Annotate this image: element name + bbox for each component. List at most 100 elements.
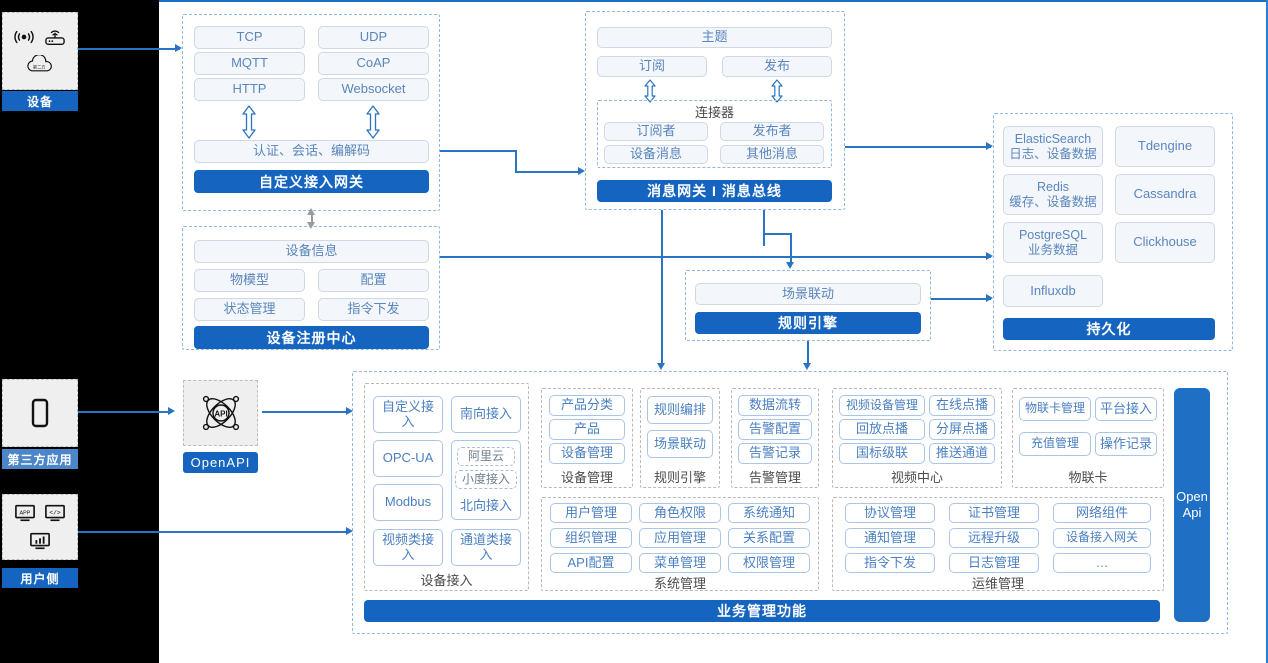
actor-user-side-icons: APP </> <box>2 494 78 560</box>
connector-other-message[interactable]: 其他消息 <box>720 145 824 164</box>
cell-gb-cascade[interactable]: 国标级联 <box>839 443 925 464</box>
cell-video-device-management[interactable]: 视频设备管理 <box>839 395 925 416</box>
cell-remote-upgrade[interactable]: 远程升级 <box>949 528 1039 548</box>
cell-role-permission[interactable]: 角色权限 <box>639 503 721 523</box>
cell-aliyun[interactable]: 阿里云 <box>457 447 515 466</box>
connector-openapi-to-access-arrow <box>346 407 353 415</box>
cell-video-access[interactable]: 视频类接入 <box>373 529 443 566</box>
connector-userside-to-access-arrow <box>346 527 353 535</box>
cell-iot-card-management[interactable]: 物联卡管理 <box>1019 397 1091 421</box>
connector-bus-to-business-arrow <box>657 363 665 370</box>
connector-gateway-registry-arrow-up <box>307 208 315 215</box>
connector-thirdparty-to-openapi <box>78 411 172 413</box>
cell-menu-management[interactable]: 菜单管理 <box>639 553 721 573</box>
open-api-vertical-bar[interactable]: Open Api <box>1174 388 1210 622</box>
cell-xiaodu-access[interactable]: 小度接入 <box>455 470 517 489</box>
cell-southbound-access[interactable]: 南向接入 <box>451 396 521 433</box>
protocol-tcp[interactable]: TCP <box>194 26 305 49</box>
cell-org-management[interactable]: 组织管理 <box>550 528 632 548</box>
connector-device-message[interactable]: 设备消息 <box>604 145 708 164</box>
cell-relation-config[interactable]: 关系配置 <box>728 528 810 548</box>
cell-split-screen-vod[interactable]: 分屏点播 <box>929 419 995 440</box>
actor-third-party-label: 第三方应用 <box>2 449 78 469</box>
connector-bus-to-es-h <box>845 146 991 148</box>
cell-custom-access[interactable]: 自定义接入 <box>373 396 443 433</box>
group-iot-card-label: 物联卡 <box>1068 469 1108 485</box>
cell-certificate-management[interactable]: 证书管理 <box>949 503 1039 523</box>
protocol-mqtt[interactable]: MQTT <box>194 52 305 75</box>
rule-engine-banner: 规则引擎 <box>695 312 921 334</box>
cell-permission-management[interactable]: 权限管理 <box>728 553 810 573</box>
cell-product[interactable]: 产品 <box>549 419 625 440</box>
store-cassandra[interactable]: Cassandra <box>1115 174 1215 215</box>
cell-api-config[interactable]: API配置 <box>550 553 632 573</box>
cell-northbound-access-label[interactable]: 北向接入 <box>459 497 512 513</box>
connector-gateway-to-bus-arrow <box>578 167 585 175</box>
gateway-updown-arrow-right <box>362 104 384 140</box>
connector-title: 连接器 <box>694 104 734 120</box>
cell-network-component[interactable]: 网络组件 <box>1053 503 1151 523</box>
cell-rule-orchestration[interactable]: 规则编排 <box>647 396 713 424</box>
cell-alarm-config[interactable]: 告警配置 <box>738 419 812 440</box>
store-postgresql[interactable]: PostgreSQL 业务数据 <box>1003 222 1103 263</box>
subscribe-chip[interactable]: 订阅 <box>597 56 707 77</box>
cell-recharge-management[interactable]: 充值管理 <box>1019 432 1091 456</box>
cell-scene-linkage[interactable]: 场景联动 <box>647 430 713 458</box>
cell-data-flow[interactable]: 数据流转 <box>738 395 812 416</box>
cell-protocol-management[interactable]: 协议管理 <box>845 503 935 523</box>
connector-bus-to-rule-arrow <box>786 262 794 269</box>
cell-notification-management[interactable]: 通知管理 <box>845 528 935 548</box>
registry-config[interactable]: 配置 <box>318 269 429 292</box>
cell-device-access-gateway[interactable]: 设备接入网关 <box>1053 528 1151 548</box>
device-registry-banner: 设备注册中心 <box>194 326 429 349</box>
cell-channel-access[interactable]: 通道类接入 <box>451 529 521 566</box>
cell-platform-access[interactable]: 平台接入 <box>1095 397 1157 421</box>
protocol-udp[interactable]: UDP <box>318 26 429 49</box>
registry-device-info[interactable]: 设备信息 <box>194 240 429 263</box>
publish-chip[interactable]: 发布 <box>722 56 832 77</box>
group-device-management-label: 设备管理 <box>560 469 613 485</box>
protocol-coap[interactable]: CoAP <box>318 52 429 75</box>
cell-operation-record[interactable]: 操作记录 <box>1095 432 1157 456</box>
cell-app-management[interactable]: 应用管理 <box>639 528 721 548</box>
message-bus-group <box>585 11 845 210</box>
store-clickhouse[interactable]: Clickhouse <box>1115 222 1215 263</box>
cell-device-management[interactable]: 设备管理 <box>549 443 625 464</box>
connector-registry-to-persistence-arrow <box>986 252 993 260</box>
cell-user-management[interactable]: 用户管理 <box>550 503 632 523</box>
connector-bus-to-rule-v1 <box>763 210 765 234</box>
cell-product-category[interactable]: 产品分类 <box>549 395 625 416</box>
cell-online-vod[interactable]: 在线点播 <box>929 395 995 416</box>
protocol-websocket[interactable]: Websocket <box>318 78 429 101</box>
cell-playback-vod[interactable]: 回放点播 <box>839 419 925 440</box>
protocol-http[interactable]: HTTP <box>194 78 305 101</box>
store-redis[interactable]: Redis 缓存、设备数据 <box>1003 174 1103 215</box>
store-influxdb[interactable]: Influxdb <box>1003 275 1103 307</box>
cell-alarm-record[interactable]: 告警记录 <box>738 443 812 464</box>
cell-opc-ua[interactable]: OPC-UA <box>373 440 443 477</box>
store-redis-sub: 缓存、设备数据 <box>1009 194 1097 209</box>
connector-bus-to-rule-v2 <box>790 233 792 263</box>
cell-push-channel[interactable]: 推送通道 <box>929 443 995 464</box>
store-tdengine[interactable]: Tdengine <box>1115 126 1215 167</box>
registry-state-management[interactable]: 状态管理 <box>194 298 305 321</box>
cell-log-management[interactable]: 日志管理 <box>949 553 1039 573</box>
connector-publisher[interactable]: 发布者 <box>720 122 824 141</box>
business-banner: 业务管理功能 <box>364 600 1160 622</box>
connector-subscriber[interactable]: 订阅者 <box>604 122 708 141</box>
topic-chip[interactable]: 主题 <box>597 27 832 48</box>
registry-command-dispatch[interactable]: 指令下发 <box>318 298 429 321</box>
cell-modbus[interactable]: Modbus <box>373 484 443 521</box>
connector-bus-to-es-arrow <box>986 142 993 150</box>
connector-gateway-to-bus-v <box>515 150 517 172</box>
gateway-auth-session-codec[interactable]: 认证、会话、编解码 <box>194 140 429 163</box>
svg-text:</>: </> <box>49 509 61 516</box>
rule-engine-scene-linkage[interactable]: 场景联动 <box>695 283 921 305</box>
cell-system-notification[interactable]: 系统通知 <box>728 503 810 523</box>
store-elasticsearch[interactable]: ElasticSearch 日志、设备数据 <box>1003 126 1103 167</box>
cell-command-dispatch[interactable]: 指令下发 <box>845 553 935 573</box>
connector-subgroup <box>597 100 832 168</box>
group-video-center <box>832 388 1002 488</box>
registry-thing-model[interactable]: 物模型 <box>194 269 305 292</box>
cell-more[interactable]: … <box>1053 553 1151 573</box>
